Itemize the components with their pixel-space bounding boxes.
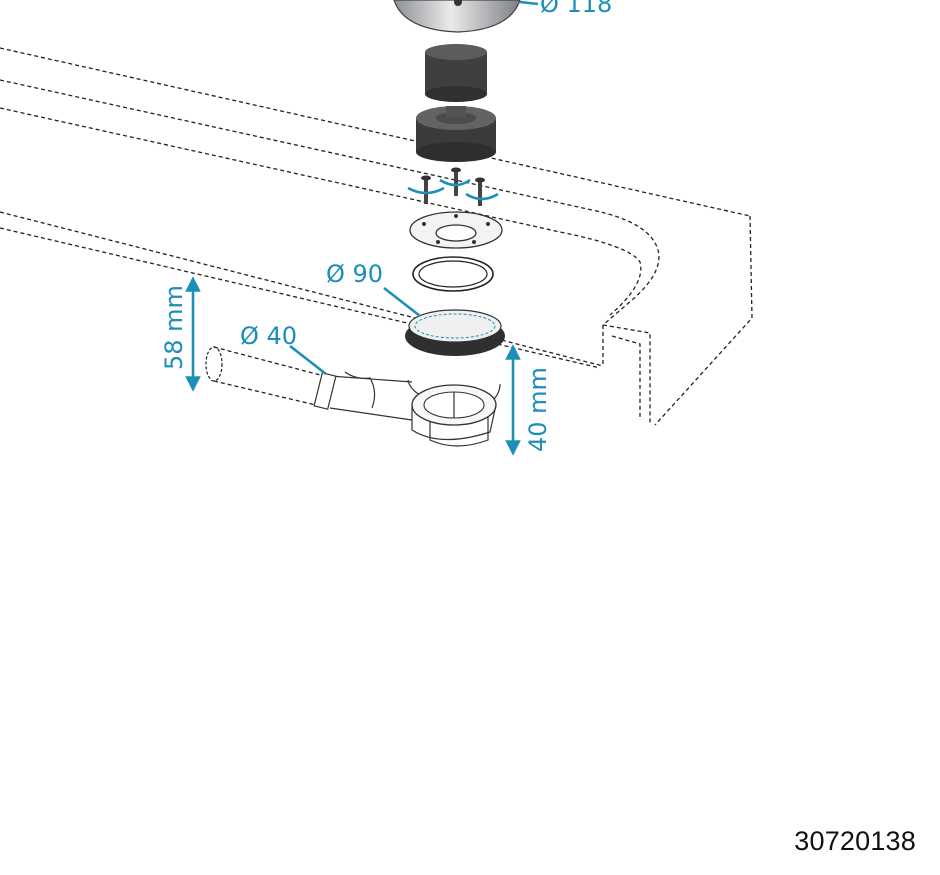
outlet-diameter-label: Ø 90 xyxy=(326,260,383,288)
outlet-collar xyxy=(405,309,505,356)
trap-height-label: 58 mm xyxy=(160,285,188,370)
drain-cover xyxy=(393,0,521,33)
cover-diameter-label: Ø 118 xyxy=(540,0,612,18)
outlet-pipe xyxy=(205,346,337,410)
fixing-screws xyxy=(407,167,499,206)
dimension-lines xyxy=(185,0,539,456)
pipe-diameter-label: Ø 40 xyxy=(240,322,297,350)
dark-cylinder-insert xyxy=(425,44,487,102)
shower-tray-outline xyxy=(0,47,753,426)
odour-trap-seal xyxy=(416,106,496,162)
article-number: 30720138 xyxy=(794,826,916,856)
clamping-flange xyxy=(409,211,503,249)
drain-body xyxy=(329,371,501,447)
outlet-height-label: 40 mm xyxy=(524,367,552,452)
sealing-ring xyxy=(412,256,494,292)
